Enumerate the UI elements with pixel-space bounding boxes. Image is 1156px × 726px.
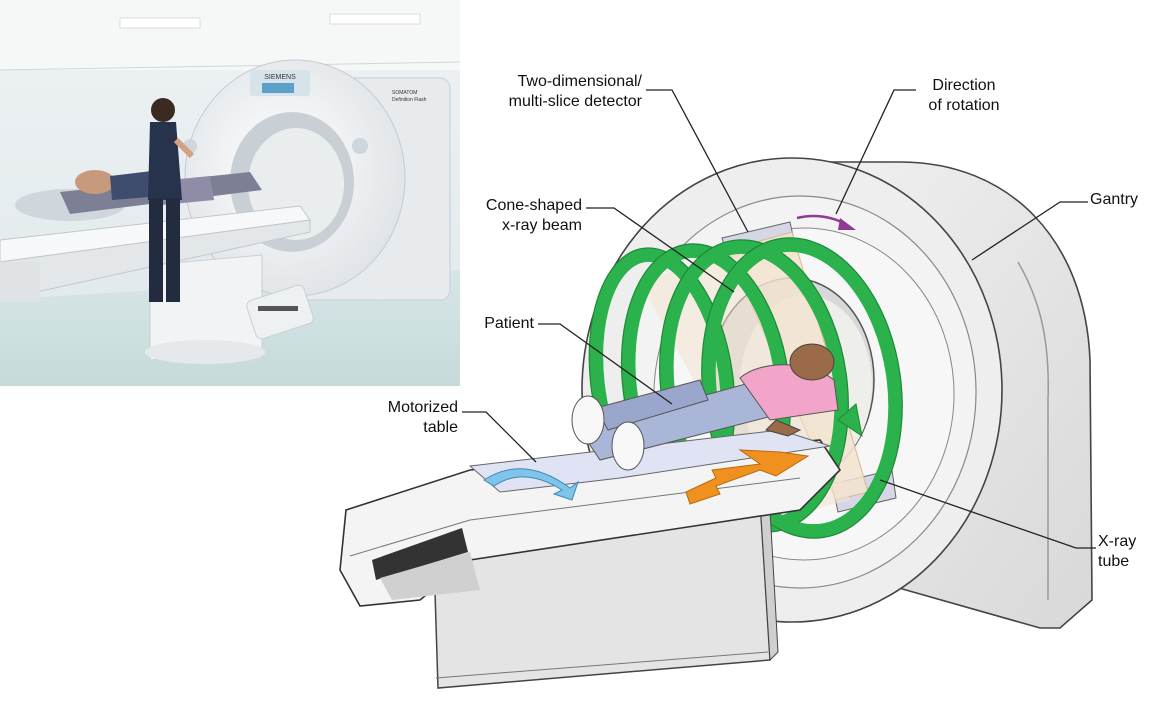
spiral-arrowhead (837, 403, 863, 438)
label-rotation-line-2: of rotation (928, 97, 1000, 114)
patient (571, 343, 839, 471)
ct-illustration (339, 89, 1096, 689)
label-rotation-line-1: Direction (932, 77, 996, 94)
photo-brand-text: SIEMENS (264, 74, 296, 81)
translation-arrow (685, 449, 810, 505)
leader-detector (646, 89, 749, 233)
tilt-arrow (483, 468, 579, 501)
table-mattress (468, 429, 831, 493)
label-patient: Patient (456, 314, 534, 334)
label-tube-line-1: X-ray (1098, 533, 1137, 550)
label-beam-line-1: Cone-shaped (485, 197, 582, 214)
ct-room-photo: SIEMENS SOMATOM Definition Flash (0, 0, 460, 386)
label-gantry-line-1: Gantry (1090, 191, 1139, 208)
leader-patient (538, 323, 673, 405)
label-gantry: Gantry (1090, 190, 1154, 210)
label-rotation: Direction of rotation (914, 76, 1014, 116)
photo-model-text-1: SOMATOM (392, 90, 417, 96)
label-tube-line-2: tube (1098, 553, 1130, 570)
label-beam: Cone-shaped x-ray beam (462, 196, 582, 236)
label-table-line-2: table (423, 419, 458, 436)
label-tube: X-ray tube (1098, 532, 1154, 572)
photo-model-text-2: Definition Flash (392, 97, 427, 103)
label-patient-line-1: Patient (484, 315, 534, 332)
leader-gantry (971, 201, 1088, 261)
leader-table (462, 411, 537, 463)
label-detector: Two-dimensional/ multi-slice detector (470, 72, 642, 112)
label-table-line-1: Motorized (387, 399, 458, 416)
label-detector-line-2: multi-slice detector (508, 93, 642, 110)
label-beam-line-2: x-ray beam (501, 217, 582, 234)
leader-beam (586, 207, 735, 293)
label-table: Motorized table (360, 398, 458, 438)
leader-rotation (835, 89, 916, 215)
leader-tube (879, 479, 1096, 549)
label-detector-line-1: Two-dimensional/ (517, 73, 643, 90)
